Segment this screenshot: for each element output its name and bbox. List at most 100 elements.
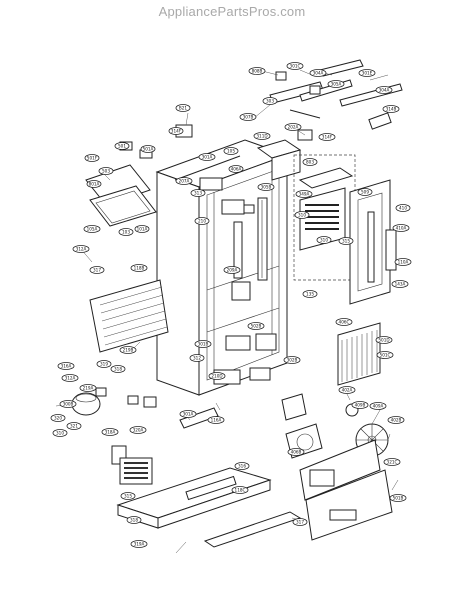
callout-label: 118C bbox=[235, 488, 246, 493]
callout: 143A bbox=[391, 280, 409, 288]
callout-label: 402B bbox=[391, 418, 402, 423]
callout-label: 310 bbox=[320, 238, 328, 243]
callout-label: 314B bbox=[386, 107, 397, 112]
condenser bbox=[337, 322, 381, 386]
callout-label: 118B bbox=[134, 266, 145, 271]
callout: 310 bbox=[294, 211, 310, 219]
callout-label: B21 bbox=[179, 106, 188, 111]
callout: 406A bbox=[228, 165, 244, 173]
callout: 304A bbox=[375, 86, 393, 94]
callout-label: 509 bbox=[361, 190, 369, 195]
callout: 503 bbox=[98, 167, 114, 175]
callout: 501 bbox=[114, 142, 130, 150]
callout: 509 bbox=[357, 188, 373, 196]
callout: 310 bbox=[316, 236, 332, 244]
callout: 502B bbox=[247, 322, 265, 330]
callout-label: 406A bbox=[231, 167, 242, 172]
callout-label: 110A bbox=[398, 260, 409, 265]
callout: 207A bbox=[175, 177, 193, 185]
callout-label: 315 bbox=[124, 494, 132, 499]
callout-label: 210 bbox=[198, 219, 206, 224]
callout: 304A bbox=[309, 69, 327, 77]
callout-label: 219A bbox=[83, 386, 94, 391]
callout-label: 318A bbox=[105, 430, 116, 435]
callout: 301B bbox=[194, 340, 212, 348]
callout-label: 301B bbox=[198, 342, 209, 347]
callout-label: 315 bbox=[342, 239, 350, 244]
callout: 320A bbox=[129, 426, 147, 434]
callout: 315 bbox=[338, 237, 354, 245]
callout: 118B bbox=[130, 264, 148, 272]
callout: 349A bbox=[295, 190, 313, 198]
callout: 105A bbox=[83, 225, 101, 233]
callout-label: 207A bbox=[179, 179, 190, 184]
callout-label: 314F bbox=[171, 129, 182, 134]
callout-label: 311D bbox=[256, 134, 267, 139]
callout: 219B bbox=[119, 346, 137, 354]
callout: 501A bbox=[140, 145, 156, 153]
callout: 219A bbox=[79, 384, 97, 392]
callout-label: 321 bbox=[70, 424, 78, 429]
callout-label: 501D bbox=[378, 338, 389, 343]
callout-label: 301A bbox=[202, 155, 213, 160]
callout: 321 bbox=[66, 422, 82, 430]
callout: 305A bbox=[327, 80, 345, 88]
callout: 314F bbox=[168, 127, 184, 135]
watermark: AppliancePartsPros.com bbox=[158, 4, 306, 19]
callout-label: 202A bbox=[288, 125, 299, 130]
callout: 135 bbox=[302, 290, 318, 298]
callout: 312 bbox=[189, 354, 205, 362]
callout-label: 310 bbox=[298, 213, 306, 218]
callout-label: 316A bbox=[61, 364, 72, 369]
callout-label: 312 bbox=[193, 356, 201, 361]
callout: 501D bbox=[375, 336, 393, 344]
bottom-bracket bbox=[299, 439, 393, 541]
callout: 105 bbox=[223, 147, 239, 155]
callout-label: 319A bbox=[134, 542, 145, 547]
callout-label: 501B bbox=[393, 496, 404, 501]
callout-label: 307B bbox=[243, 115, 254, 120]
callout-label: 300B bbox=[63, 402, 74, 407]
callout: 406C bbox=[335, 318, 353, 326]
callout: 318 bbox=[110, 365, 126, 373]
callout-label: 501F bbox=[87, 156, 98, 161]
callout-label: 209A bbox=[227, 268, 238, 273]
callout: 321C bbox=[383, 458, 401, 466]
callout-label: 502B bbox=[251, 324, 262, 329]
callout-label: 316 bbox=[238, 464, 246, 469]
callout: 409B bbox=[351, 401, 369, 409]
callout-label: 304A bbox=[379, 88, 390, 93]
callout: 402B bbox=[387, 416, 405, 424]
callout-label: 312A bbox=[65, 376, 76, 381]
callout: 316A bbox=[57, 362, 75, 370]
callout: 310 bbox=[52, 429, 68, 437]
callout: 313 bbox=[190, 189, 206, 197]
callout-label: 301E bbox=[362, 71, 373, 76]
callout: 808B bbox=[248, 67, 266, 75]
callout-label: 410A bbox=[396, 226, 407, 231]
callout: 300B bbox=[59, 400, 77, 408]
callout-label: 310 bbox=[56, 431, 64, 436]
callout-label: 349A bbox=[299, 192, 310, 197]
callout: 301A bbox=[198, 153, 216, 161]
callout: 110A bbox=[394, 258, 412, 266]
callout: 409A bbox=[369, 402, 387, 410]
callout-label: 321C bbox=[387, 460, 398, 465]
callout: 319A bbox=[130, 540, 148, 548]
callout-label: 317 bbox=[93, 268, 101, 273]
callout-label: 501 bbox=[118, 144, 126, 149]
callout: 317 bbox=[292, 518, 308, 526]
callout-label: 803 bbox=[306, 160, 314, 165]
callout-label: 409B bbox=[355, 403, 366, 408]
callout: 410A bbox=[392, 224, 410, 232]
callout-label: 105 bbox=[227, 149, 235, 154]
callout: 803 bbox=[302, 158, 318, 166]
callout: B21 bbox=[175, 104, 191, 112]
callout-label: 406B bbox=[291, 450, 302, 455]
callout: 801A bbox=[86, 180, 102, 188]
callout: 301E bbox=[358, 69, 376, 77]
callout-label: 402A bbox=[342, 388, 353, 393]
callout: 501F bbox=[84, 154, 100, 162]
callout: 101A bbox=[134, 225, 150, 233]
callout: 314F bbox=[318, 133, 336, 141]
